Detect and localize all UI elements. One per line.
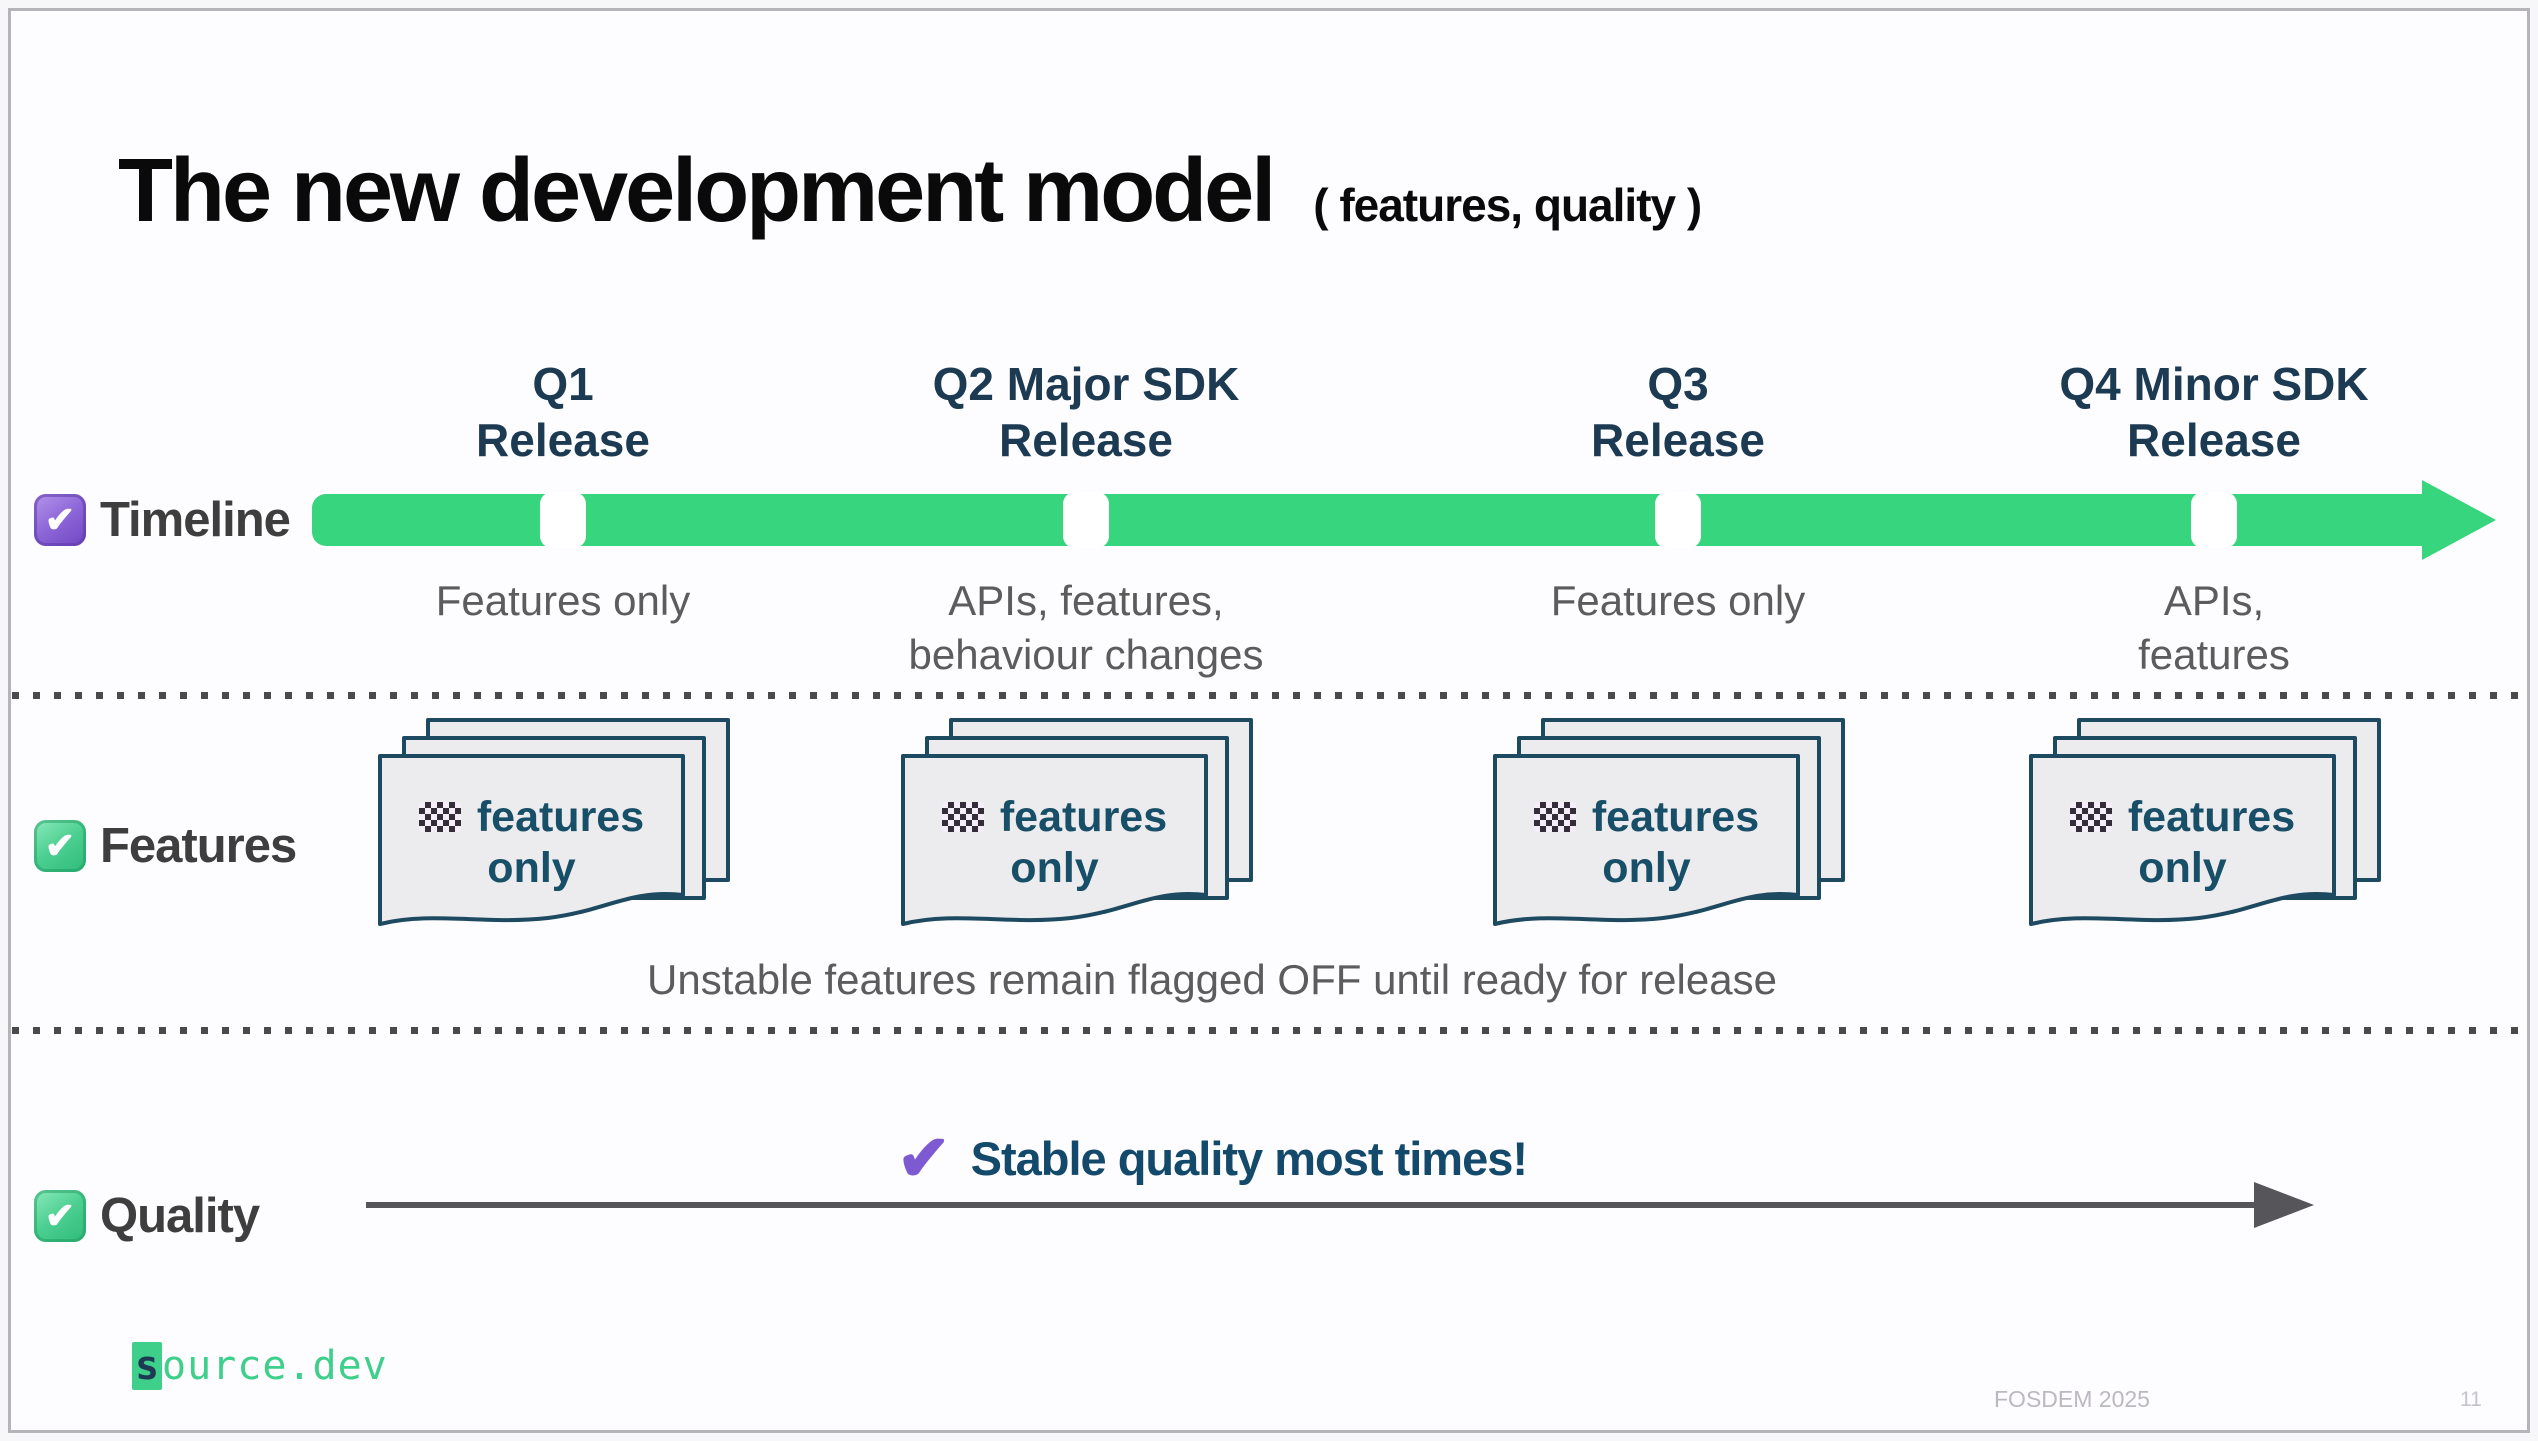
feature-card-line: features (999, 792, 1168, 841)
milestone-heading-line: Q2 Major SDK (932, 358, 1240, 410)
timeline-milestone-marker-q1 (540, 492, 586, 548)
milestone-sublabel-q3: Features only (1398, 574, 1958, 628)
check-mark-icon: ✔ (44, 1195, 76, 1236)
feature-card-line: only (1010, 844, 1099, 892)
quality-note-text: Stable quality most times! (970, 1131, 1528, 1185)
row-label-timeline: ✔ Timeline (34, 492, 291, 548)
quality-arrowhead-icon (2254, 1182, 2314, 1228)
milestone-heading-line: Release (2127, 414, 2301, 467)
feature-card-stack-q1: features only (368, 712, 758, 942)
milestone-heading-q1: Q1 Release (303, 356, 823, 468)
purple-check-icon: ✔ (896, 1122, 951, 1194)
feature-card-line: features (2127, 792, 2296, 841)
milestone-sublabel-line: behaviour changes (908, 630, 1264, 678)
row-label-quality: ✔ Quality (34, 1188, 260, 1244)
stacked-documents-icon (2029, 718, 2381, 926)
milestone-sublabel-line: APIs, features, (948, 577, 1224, 624)
checkbox-checked-purple-icon: ✔ (34, 494, 86, 546)
page-title: The new development model (118, 141, 1276, 241)
dotted-separator (12, 1027, 2526, 1034)
feature-card-line: features (1591, 792, 1760, 841)
checkbox-checked-green-icon: ✔ (34, 820, 86, 872)
feature-card-stack-q3: features only (1483, 712, 1873, 942)
milestone-heading-q4: Q4 Minor SDK Release (1954, 356, 2474, 468)
timeline-milestone-marker-q3 (1655, 492, 1701, 548)
milestone-heading-line: Release (476, 414, 650, 467)
check-mark-icon: ✔ (44, 825, 76, 866)
logo-s-block: s (132, 1342, 162, 1390)
milestone-heading-line: Release (999, 414, 1173, 467)
milestone-sublabel-line: Features only (435, 577, 691, 624)
milestone-heading-q3: Q3 Release (1418, 356, 1938, 468)
feature-card-line: only (1602, 844, 1691, 892)
timeline-bar-arrowhead-icon (2422, 480, 2496, 560)
feature-card-stack-q4: features only (2019, 712, 2409, 942)
feature-card-text: features only (1495, 768, 1798, 918)
checkered-flag-icon (2069, 802, 2112, 833)
milestone-sublabel-q2: APIs, features, behaviour changes (806, 574, 1366, 682)
dotted-separator (12, 692, 2526, 699)
row-label-text: Features (100, 819, 297, 873)
milestone-sublabel-line: features (2138, 630, 2290, 678)
page-number: 11 (2460, 1388, 2482, 1411)
row-label-features: ✔ Features (34, 818, 297, 874)
timeline-milestone-marker-q4 (2191, 492, 2237, 548)
milestone-heading-line: Release (1591, 414, 1765, 467)
milestone-sublabel-line: Features only (1550, 577, 1806, 624)
feature-card-text: features only (380, 768, 683, 918)
milestone-heading-q2: Q2 Major SDK Release (826, 356, 1346, 468)
timeline-bar (312, 494, 2424, 546)
checkered-flag-icon (941, 802, 984, 833)
row-label-text: Timeline (100, 493, 291, 547)
milestone-heading-line: Q3 (1647, 358, 1709, 410)
feature-card-line: only (487, 844, 576, 892)
title-block: The new development model ( features, qu… (118, 141, 1702, 241)
quality-note: ✔ Stable quality most times! (0, 1126, 2424, 1190)
checkered-flag-icon (1533, 802, 1576, 833)
feature-card-line: only (2138, 844, 2227, 892)
source-dev-logo: s ource.dev (132, 1342, 388, 1390)
feature-card-line: features (476, 792, 645, 841)
milestone-heading-line: Q4 Minor SDK (2059, 358, 2369, 410)
feature-card-text: features only (2031, 768, 2334, 918)
features-note: Unstable features remain flagged OFF unt… (647, 956, 1777, 1003)
check-mark-icon: ✔ (44, 499, 76, 540)
checkered-flag-icon (418, 802, 461, 833)
stacked-documents-icon (901, 718, 1253, 926)
row-label-text: Quality (100, 1189, 260, 1243)
milestone-sublabel-q4: APIs, features (1934, 574, 2494, 682)
logo-text: ource.dev (162, 1343, 388, 1389)
page-title-annotation: ( features, quality ) (1313, 179, 1702, 231)
milestone-sublabel-line: APIs, (2163, 577, 2265, 624)
feature-card-text: features only (903, 768, 1206, 918)
event-label: FOSDEM 2025 (1994, 1386, 2150, 1412)
quality-arrow-line (366, 1202, 2256, 1208)
timeline-milestone-marker-q2 (1063, 492, 1109, 548)
checkbox-checked-green-icon: ✔ (34, 1190, 86, 1242)
feature-card-stack-q2: features only (891, 712, 1281, 942)
milestone-heading-line: Q1 (532, 358, 594, 410)
milestone-sublabel-q1: Features only (283, 574, 843, 628)
stacked-documents-icon (378, 718, 730, 926)
